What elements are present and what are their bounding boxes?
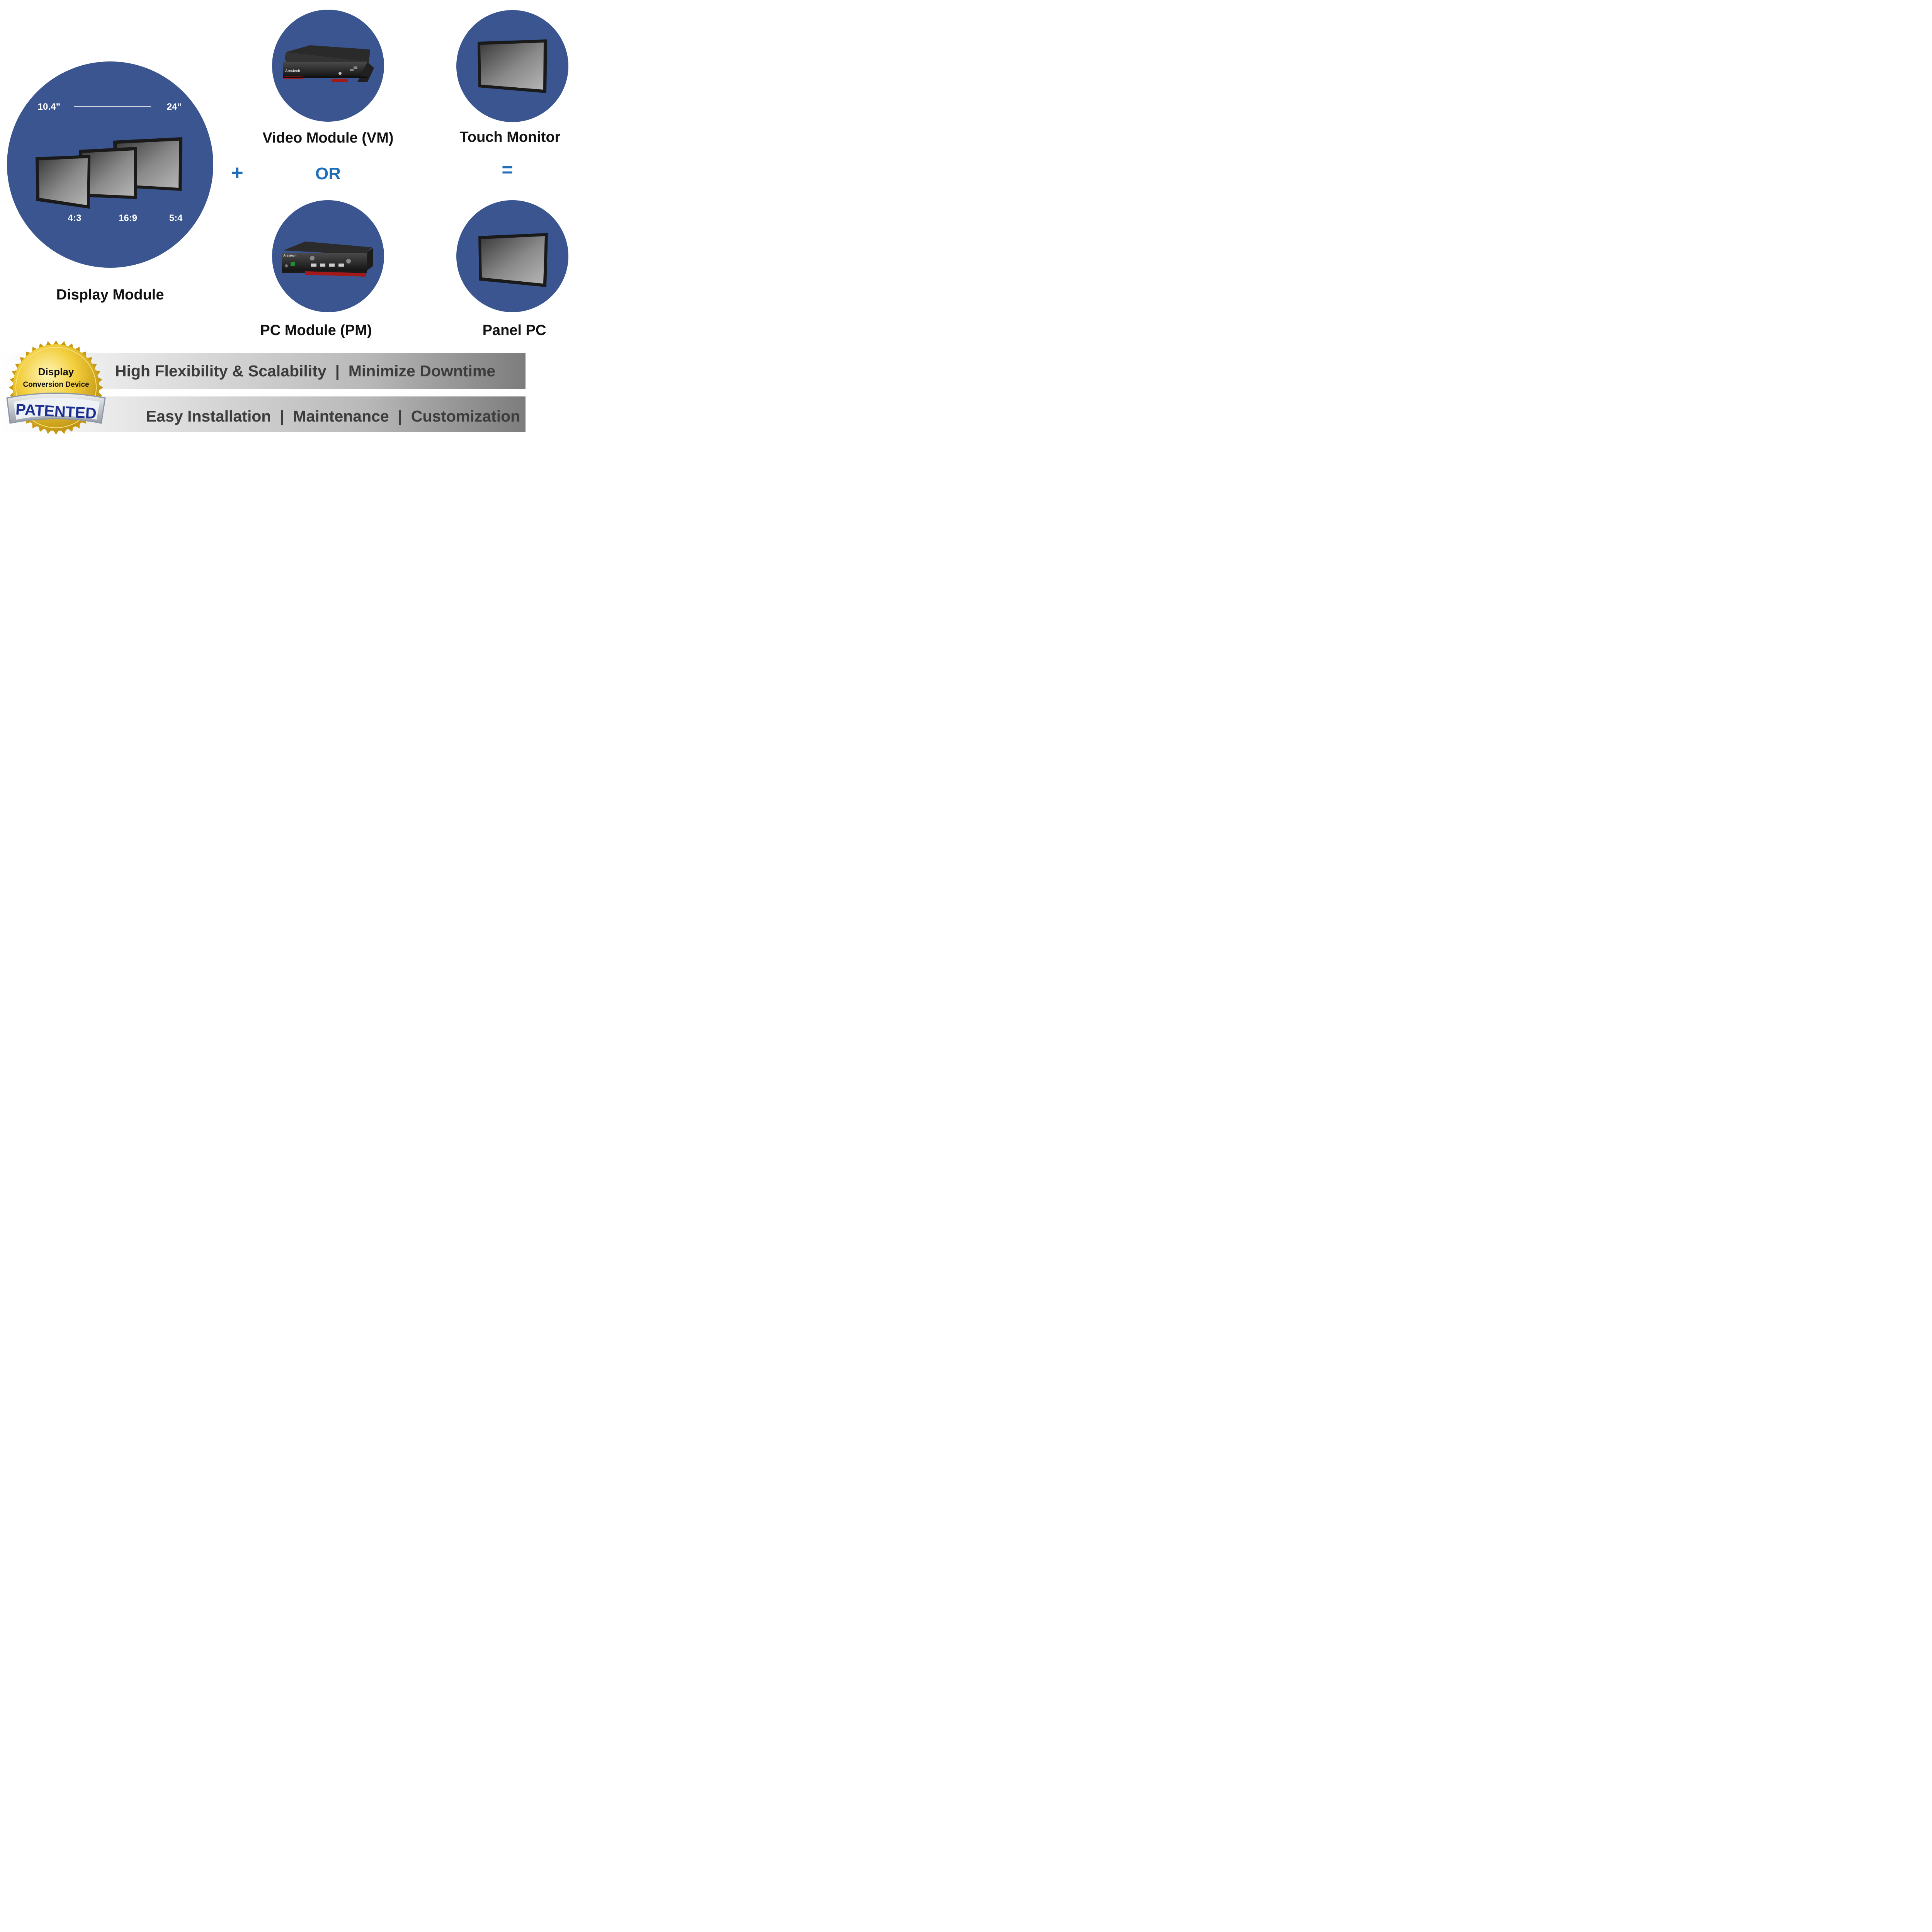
monitor-icon [79, 147, 137, 199]
ratio-label-4-3: 4:3 [68, 213, 82, 223]
badge-line1: Display [38, 366, 74, 378]
touch-monitor: Touch Monitor [456, 10, 568, 145]
pc-module-brand: Arestech [283, 254, 296, 257]
pc-module-box-icon: Arestech [282, 242, 373, 277]
ratio-label-16-9: 16:9 [119, 213, 137, 223]
display-module-label: Display Module [56, 287, 164, 303]
patented-text: PATENTED [15, 401, 97, 422]
band-2-text: Easy Installation | Maintenance | Custom… [146, 407, 520, 425]
plus-operator: + [231, 161, 243, 184]
patent-badge: Display Conversion Device PATENTED [6, 340, 106, 435]
size-max-label: 24” [167, 102, 182, 112]
video-module-label: Video Module (VM) [262, 130, 393, 146]
diagram-canvas: 10.4” 24” 4:3 16:9 5:4 Display Module + … [0, 10, 568, 435]
panel-pc-label: Panel PC [483, 322, 546, 338]
display-module: 10.4” 24” 4:3 16:9 5:4 Display Module [7, 61, 213, 303]
ratio-label-5-4: 5:4 [169, 213, 183, 223]
video-module-box-icon: Arestech [283, 45, 374, 82]
pc-module: Arestech PC Module (PM) [260, 200, 384, 338]
badge-line2: Conversion Device [23, 381, 89, 389]
monitor-icon [478, 39, 547, 93]
video-module-brand: Arestech [285, 69, 300, 73]
monitor-icon [36, 155, 90, 209]
or-operator: OR [315, 164, 341, 183]
monitor-icon [478, 233, 548, 287]
video-module: Arestech Video Module (VM) [262, 10, 394, 146]
pc-module-label: PC Module (PM) [260, 322, 372, 338]
size-min-label: 10.4” [38, 102, 61, 112]
panel-pc: Panel PC [456, 200, 568, 338]
equals-operator: = [502, 159, 513, 180]
band-1-text: High Flexibility & Scalability | Minimiz… [115, 362, 495, 380]
touch-monitor-label: Touch Monitor [459, 129, 560, 145]
